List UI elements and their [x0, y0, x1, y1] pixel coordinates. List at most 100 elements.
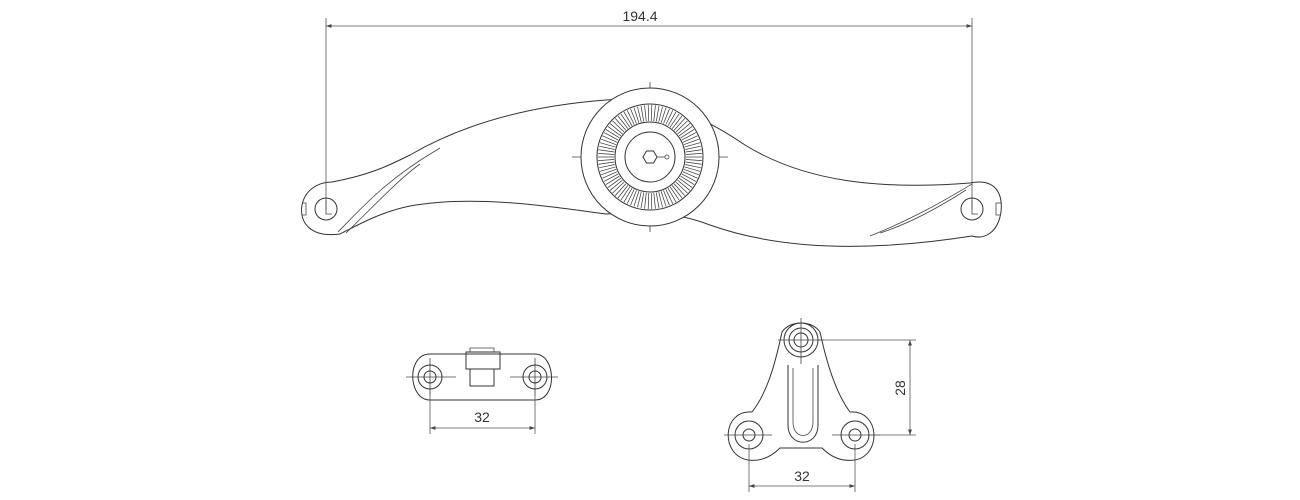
serration-tooth — [675, 181, 688, 194]
dimension-handle-base-spacing: 32 — [474, 409, 490, 425]
serration-tooth — [681, 132, 697, 141]
serration-tooth — [598, 159, 615, 161]
serration-tooth — [671, 185, 683, 199]
serration-tooth — [620, 186, 631, 201]
serration-tooth — [658, 191, 663, 208]
serration-tooth — [605, 129, 620, 139]
arm-twist-line-left-2 — [345, 163, 421, 234]
serration-tooth — [623, 111, 633, 126]
serration-tooth — [599, 166, 616, 172]
serration-tooth — [683, 168, 699, 176]
serration-tooth — [685, 149, 702, 153]
serration-tooth — [665, 189, 674, 204]
serration-tooth — [609, 179, 623, 191]
serration-tooth — [601, 168, 617, 176]
serration-tooth — [677, 123, 691, 135]
serration-tooth — [614, 183, 627, 196]
serration-tooth — [601, 138, 617, 146]
serration-tooth — [663, 190, 670, 206]
arm-twist-line-right — [869, 183, 973, 237]
base-post — [469, 368, 495, 387]
bracket-slot-inner — [792, 368, 814, 436]
serration-tooth — [617, 185, 629, 199]
serration-tooth — [678, 177, 693, 188]
serration-tooth — [673, 183, 686, 196]
arm-outline — [301, 98, 1002, 247]
pivot-hole-right — [960, 197, 984, 221]
serration-tooth — [644, 105, 647, 122]
notch-right — [995, 202, 1001, 216]
serration-tooth — [669, 186, 680, 201]
serration-tooth — [612, 120, 625, 133]
base-hole-right-outer — [522, 364, 548, 390]
handle-top-view: 194.4 — [301, 8, 1002, 247]
serration-tooth — [612, 181, 625, 194]
serration-tooth — [598, 161, 615, 165]
arm-twist-line-left — [337, 147, 441, 233]
pivot-hole-left — [314, 197, 338, 221]
serration-tooth — [602, 135, 618, 143]
serration-tooth — [620, 113, 631, 128]
serration-tooth — [669, 113, 680, 128]
pivot-mark-left — [325, 200, 332, 215]
serration-tooth — [650, 105, 653, 122]
serration-tooth — [655, 105, 660, 122]
serration-tooth — [685, 161, 702, 165]
serration-tooth — [665, 110, 674, 125]
serration-tooth — [667, 188, 677, 203]
serration-tooth — [630, 108, 637, 124]
serration-tooth — [653, 105, 656, 122]
hub-marker-dot — [664, 154, 670, 160]
serration-outer-circle — [596, 103, 704, 211]
serration-tooth — [671, 115, 683, 129]
serration-tooth — [644, 192, 647, 209]
serration-tooth — [682, 171, 698, 179]
serration-tooth — [599, 145, 615, 150]
serration-tooth — [685, 159, 702, 161]
serration-tooth — [599, 164, 615, 169]
center-hub — [572, 82, 728, 232]
serration-tooth — [602, 171, 618, 179]
serration-tooth — [650, 192, 653, 209]
serration-tooth — [667, 111, 677, 126]
serration-tooth — [598, 149, 615, 153]
base-hole-left-outer — [417, 364, 443, 390]
base-tab — [465, 351, 501, 370]
serration-tooth — [675, 120, 688, 133]
serration-tooth — [603, 173, 619, 182]
bracket-outline — [727, 322, 875, 461]
serration-tooth — [603, 132, 619, 141]
pivot-mark-right — [971, 200, 978, 215]
serration-tooth — [598, 153, 615, 155]
arm-twist-line-right-2 — [879, 189, 967, 234]
serration-tooth — [626, 189, 635, 204]
serration-tooth — [678, 126, 693, 137]
serration-teeth — [598, 105, 702, 209]
serration-tooth — [681, 173, 697, 182]
serration-tooth — [637, 191, 642, 208]
serration-tooth — [682, 135, 698, 143]
serration-tooth — [633, 191, 640, 207]
serration-tooth — [663, 108, 670, 124]
mount-bracket-view: 32 28 — [724, 318, 916, 492]
serration-tooth — [660, 191, 667, 207]
serration-tooth — [607, 177, 622, 188]
serration-tooth — [630, 190, 637, 206]
serration-tooth — [684, 142, 701, 148]
serration-tooth — [605, 175, 620, 185]
serration-tooth — [617, 115, 629, 129]
hub-bore — [624, 131, 676, 183]
hex-socket — [642, 150, 658, 164]
handle-base-view: 32 — [406, 347, 558, 434]
serration-tooth — [673, 118, 686, 131]
serration-tooth — [684, 166, 701, 172]
serration-tooth — [599, 142, 616, 148]
dimension-mount-base-spacing: 32 — [794, 468, 810, 484]
serration-tooth — [640, 192, 645, 209]
serration-tooth — [660, 107, 667, 123]
serration-tooth — [614, 118, 627, 131]
serration-tooth — [653, 192, 656, 209]
base-hole-left-inner — [423, 370, 437, 384]
serration-tooth — [607, 126, 622, 137]
